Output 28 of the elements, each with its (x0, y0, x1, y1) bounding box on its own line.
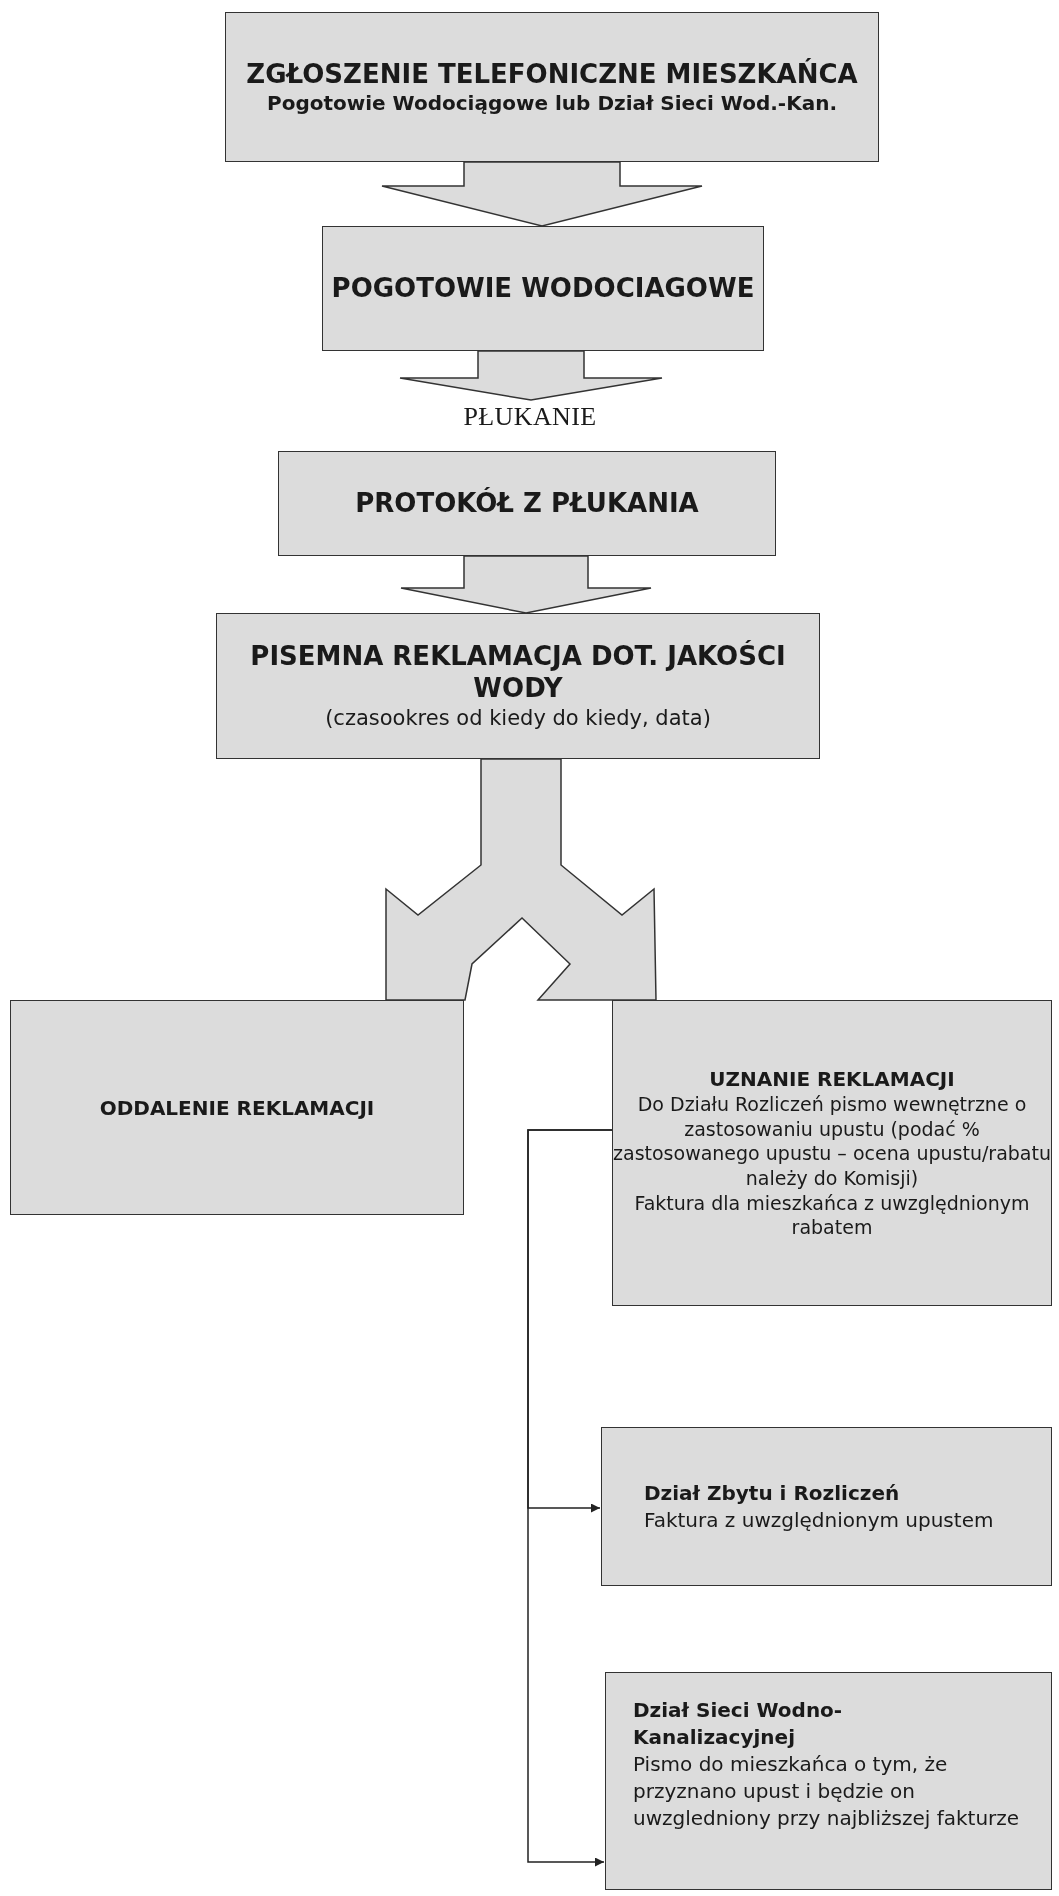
box-text: Pismo do mieszkańca o tym, że przyznano upust i będzie on uwzgledniony przy najbliższej fakturze (633, 1751, 1021, 1832)
connector-arrow (527, 1129, 613, 1867)
box-heading: ODDALENIE REKLAMACJI (99, 1094, 375, 1122)
block-arrow (399, 350, 663, 401)
block-arrow (381, 161, 703, 227)
box-text: Do Działu Rozliczeń pismo wewnętrzne o zastosowaniu upustu (podać % zastosowanego upustu – ocena upustu/rabatu należy do Komisji) (613, 1091, 1051, 1191)
box-heading: PISEMNA REKLAMACJA DOT. JAKOŚCI WODY (249, 639, 787, 705)
process-box (216, 613, 820, 759)
box-text: Faktura z uwzględnionym upustem (644, 1506, 994, 1534)
process-box (225, 12, 879, 162)
process-box (612, 1000, 1052, 1306)
box-heading: Dział Sieci Wodno-Kanalizacyjnej (633, 1697, 844, 1751)
box-text: Pogotowie Wodociągowe lub Dział Sieci Wod.-Kan. (267, 90, 837, 117)
box-heading: POGOTOWIE WODOCIAGOWE (331, 271, 755, 305)
box-heading: Dział Zbytu i Rozliczeń (644, 1479, 900, 1507)
process-box (278, 451, 776, 556)
process-box (605, 1672, 1052, 1890)
box-text: (czasookres od kiedy do kiedy, data) (325, 704, 711, 732)
box-text: Faktura dla mieszkańca z uwzględnionym rabatem (633, 1190, 1031, 1241)
box-heading: ZGŁOSZENIE TELEFONICZNE MIESZKAŃCA (246, 57, 858, 91)
process-box (601, 1427, 1052, 1586)
process-box (10, 1000, 464, 1215)
box-heading: UZNANIE REKLAMACJI (709, 1065, 955, 1092)
step-label: PŁUKANIE (430, 400, 630, 438)
split-block-arrow (385, 758, 657, 1001)
block-arrow (400, 555, 652, 614)
process-box (322, 226, 764, 351)
box-heading: PROTOKÓŁ Z PŁUKANIA (355, 486, 699, 520)
